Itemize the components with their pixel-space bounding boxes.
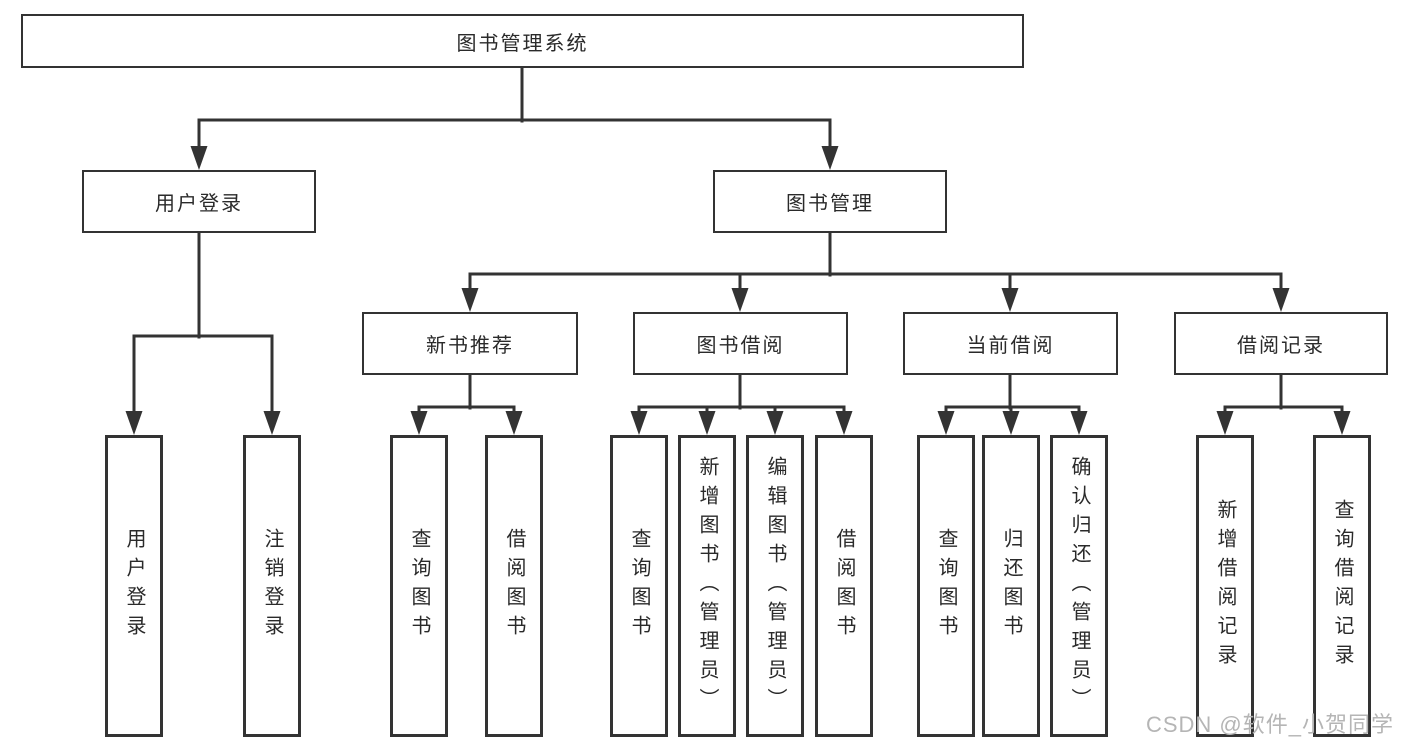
node-book-borrowing: 图书借阅 xyxy=(633,312,848,375)
node-leaf-confirm-return-admin: 确认归还（管理员） xyxy=(1050,435,1108,737)
node-leaf-query-books-recommend: 查询图书 xyxy=(390,435,448,737)
node-leaf-add-borrow-record: 新增借阅记录 xyxy=(1196,435,1254,737)
node-leaf-borrow-books-borrowing: 借阅图书 xyxy=(815,435,873,737)
node-new-book-recommend: 新书推荐 xyxy=(362,312,578,375)
node-leaf-query-books-borrowing: 查询图书 xyxy=(610,435,668,737)
node-leaf-add-books-admin: 新增图书（管理员） xyxy=(678,435,736,737)
node-leaf-user-login: 用户登录 xyxy=(105,435,163,737)
node-current-borrowing: 当前借阅 xyxy=(903,312,1118,375)
node-borrowing-records: 借阅记录 xyxy=(1174,312,1388,375)
node-library-system: 图书管理系统 xyxy=(21,14,1024,68)
node-leaf-borrow-books-recommend: 借阅图书 xyxy=(485,435,543,737)
node-leaf-query-borrow-record: 查询借阅记录 xyxy=(1313,435,1371,737)
node-user-login: 用户登录 xyxy=(82,170,316,233)
node-leaf-query-books-current: 查询图书 xyxy=(917,435,975,737)
node-leaf-logout: 注销登录 xyxy=(243,435,301,737)
node-leaf-return-books: 归还图书 xyxy=(982,435,1040,737)
node-leaf-edit-books-admin: 编辑图书（管理员） xyxy=(746,435,804,737)
node-book-management: 图书管理 xyxy=(713,170,947,233)
watermark: CSDN @软件_小贺同学 xyxy=(1145,712,1394,737)
